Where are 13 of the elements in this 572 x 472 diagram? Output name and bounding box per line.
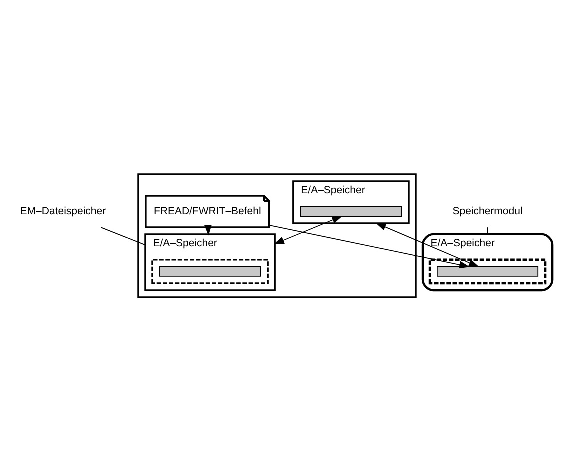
arrow (376, 223, 480, 268)
cluster: E/A–Speicher (422, 233, 554, 292)
node-text: EM–Dateispeicher (20, 205, 106, 218)
node-bar (300, 206, 402, 217)
cluster (152, 258, 269, 284)
cluster: E/A–Speicher (144, 234, 276, 292)
node-bar (437, 266, 539, 277)
connector (100, 227, 146, 246)
arrow (274, 216, 343, 245)
arrow (269, 225, 470, 269)
cluster (138, 174, 417, 298)
node-text: Speichermodul (452, 205, 523, 218)
node-bar (160, 266, 262, 277)
